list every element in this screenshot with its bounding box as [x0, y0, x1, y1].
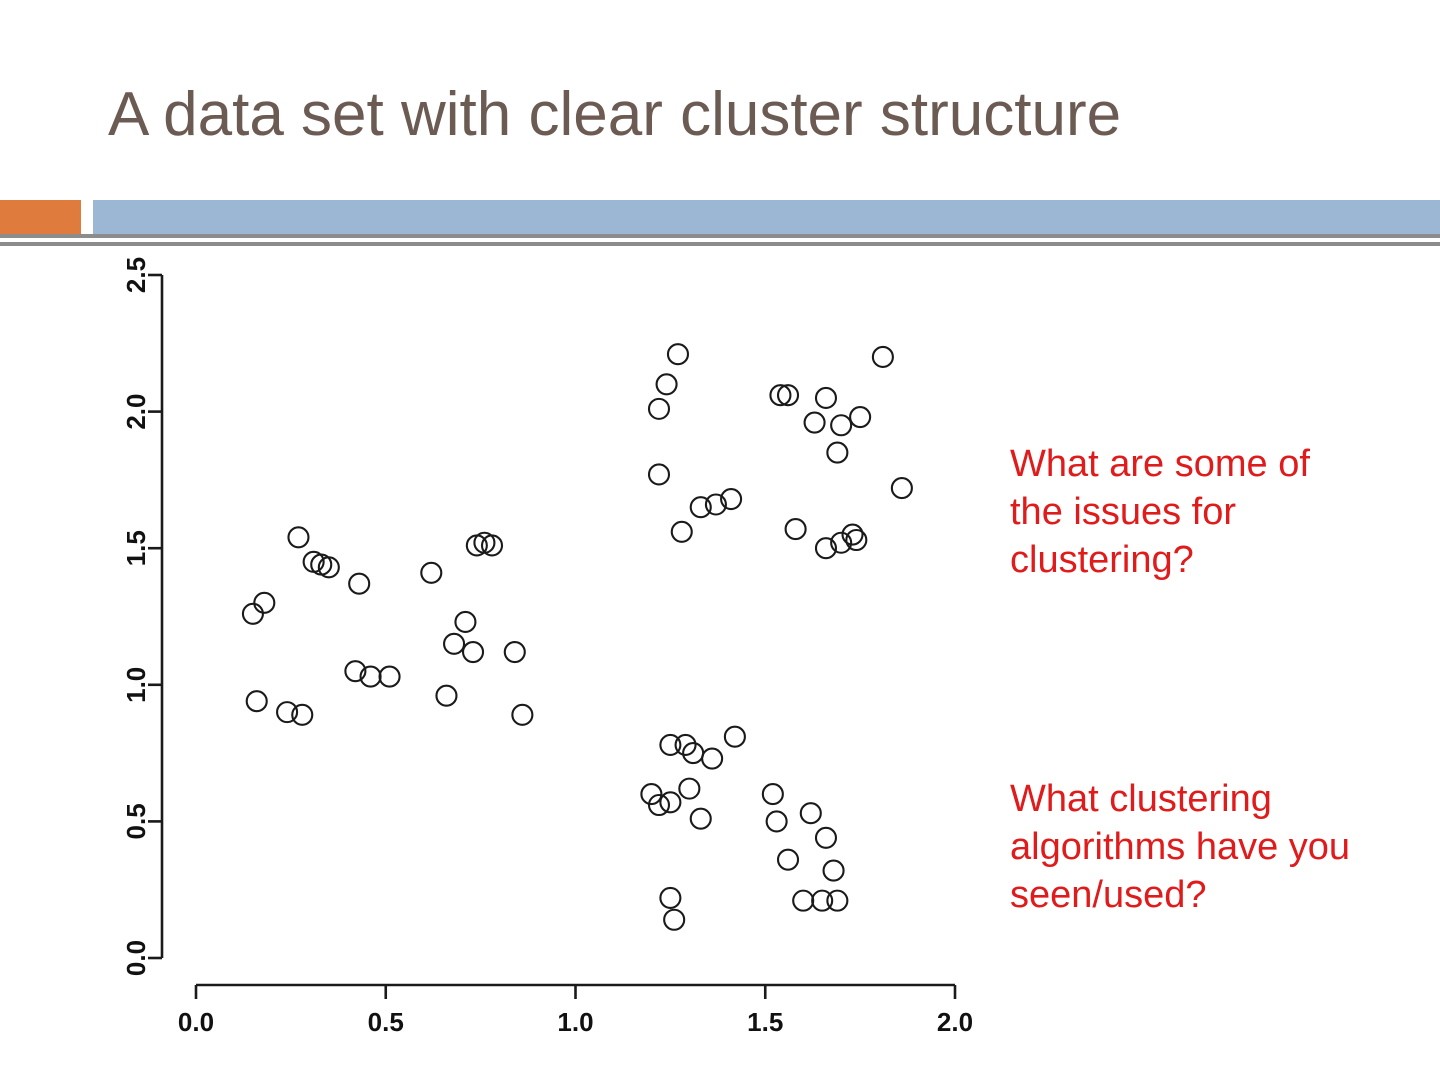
annotation-question-algorithms: What clustering algorithms have you seen… [1010, 778, 1351, 916]
data-point [461, 640, 485, 664]
data-point [253, 591, 276, 614]
data-point [663, 908, 686, 931]
data-points-layer [241, 343, 913, 931]
data-point [761, 783, 784, 806]
data-point [291, 703, 314, 726]
x-tick-label: 2.0 [937, 1007, 973, 1037]
data-point [784, 518, 807, 541]
data-point [803, 411, 826, 434]
data-point [720, 487, 743, 511]
y-axis: 0.0 0.5 1.0 1.5 2.0 2.5 [121, 257, 164, 976]
scatter-plot-svg: 0.0 0.5 1.0 1.5 2.0 2.5 0.0 0.5 1.0 1.5 2.0 [121, 257, 973, 1037]
page-title: A data set with clear cluster structure [108, 80, 1122, 149]
data-point [420, 561, 443, 584]
header-accent-band [0, 200, 1440, 234]
data-point [435, 684, 458, 707]
data-point [647, 397, 671, 420]
data-point [241, 602, 264, 625]
data-point [822, 859, 845, 882]
data-point [723, 725, 746, 748]
data-point [348, 572, 371, 595]
x-tick-label: 1.5 [747, 1007, 783, 1037]
y-tick-label: 0.5 [121, 803, 151, 839]
data-point [814, 826, 838, 849]
data-point [647, 793, 671, 817]
data-point [682, 742, 705, 765]
data-point [454, 610, 477, 634]
data-point [769, 384, 792, 407]
data-point [830, 531, 853, 554]
data-point [480, 534, 504, 557]
data-point [287, 526, 310, 549]
data-point [670, 520, 693, 543]
data-point [317, 556, 340, 579]
header-divider-lower [0, 242, 1440, 246]
data-point [640, 783, 663, 806]
scatter-plot-figure: 0.0 0.5 1.0 1.5 2.0 2.5 0.0 0.5 1.0 1.5 2.0 [90, 250, 990, 1050]
data-point [443, 632, 466, 655]
y-tick-label: 2.5 [121, 257, 151, 293]
data-point [659, 791, 682, 814]
data-point [503, 640, 526, 664]
y-tick-label: 2.0 [121, 394, 151, 430]
data-point [826, 441, 849, 464]
data-point [814, 386, 838, 409]
data-point [276, 701, 299, 724]
data-point [890, 477, 913, 500]
data-point [830, 414, 853, 437]
x-tick-label: 0.0 [178, 1007, 214, 1037]
data-point [378, 665, 401, 688]
data-point [674, 733, 697, 756]
data-point [689, 496, 712, 519]
data-point [647, 463, 671, 486]
data-point [849, 406, 872, 429]
data-point [799, 802, 822, 825]
data-point [666, 343, 690, 366]
data-point [245, 690, 268, 713]
data-point [689, 807, 712, 830]
annotation-question-issues: What are some of the issues for clusteri… [1010, 443, 1310, 581]
accent-bar-orange [0, 200, 81, 234]
y-tick-label: 1.5 [121, 530, 151, 566]
data-point [659, 733, 682, 756]
data-point [655, 373, 678, 396]
data-point [811, 889, 834, 912]
data-point [765, 810, 788, 833]
data-point [792, 889, 815, 912]
x-axis: 0.0 0.5 1.0 1.5 2.0 [178, 983, 973, 1037]
x-tick-label: 1.0 [557, 1007, 593, 1037]
data-point [871, 345, 894, 369]
data-point [701, 747, 724, 770]
x-tick-label: 0.5 [368, 1007, 404, 1037]
data-point [841, 523, 864, 546]
data-point [814, 537, 838, 560]
accent-bar-blue [93, 200, 1440, 234]
data-point [845, 528, 868, 552]
data-point [704, 493, 727, 516]
data-point [776, 848, 800, 871]
data-point [678, 777, 701, 800]
data-point [344, 660, 367, 683]
header-divider-upper [0, 234, 1440, 238]
data-point [776, 384, 800, 407]
data-point [659, 886, 682, 909]
y-tick-label: 0.0 [121, 940, 151, 976]
data-point [511, 703, 534, 726]
data-point [826, 889, 849, 912]
y-tick-label: 1.0 [121, 667, 151, 703]
